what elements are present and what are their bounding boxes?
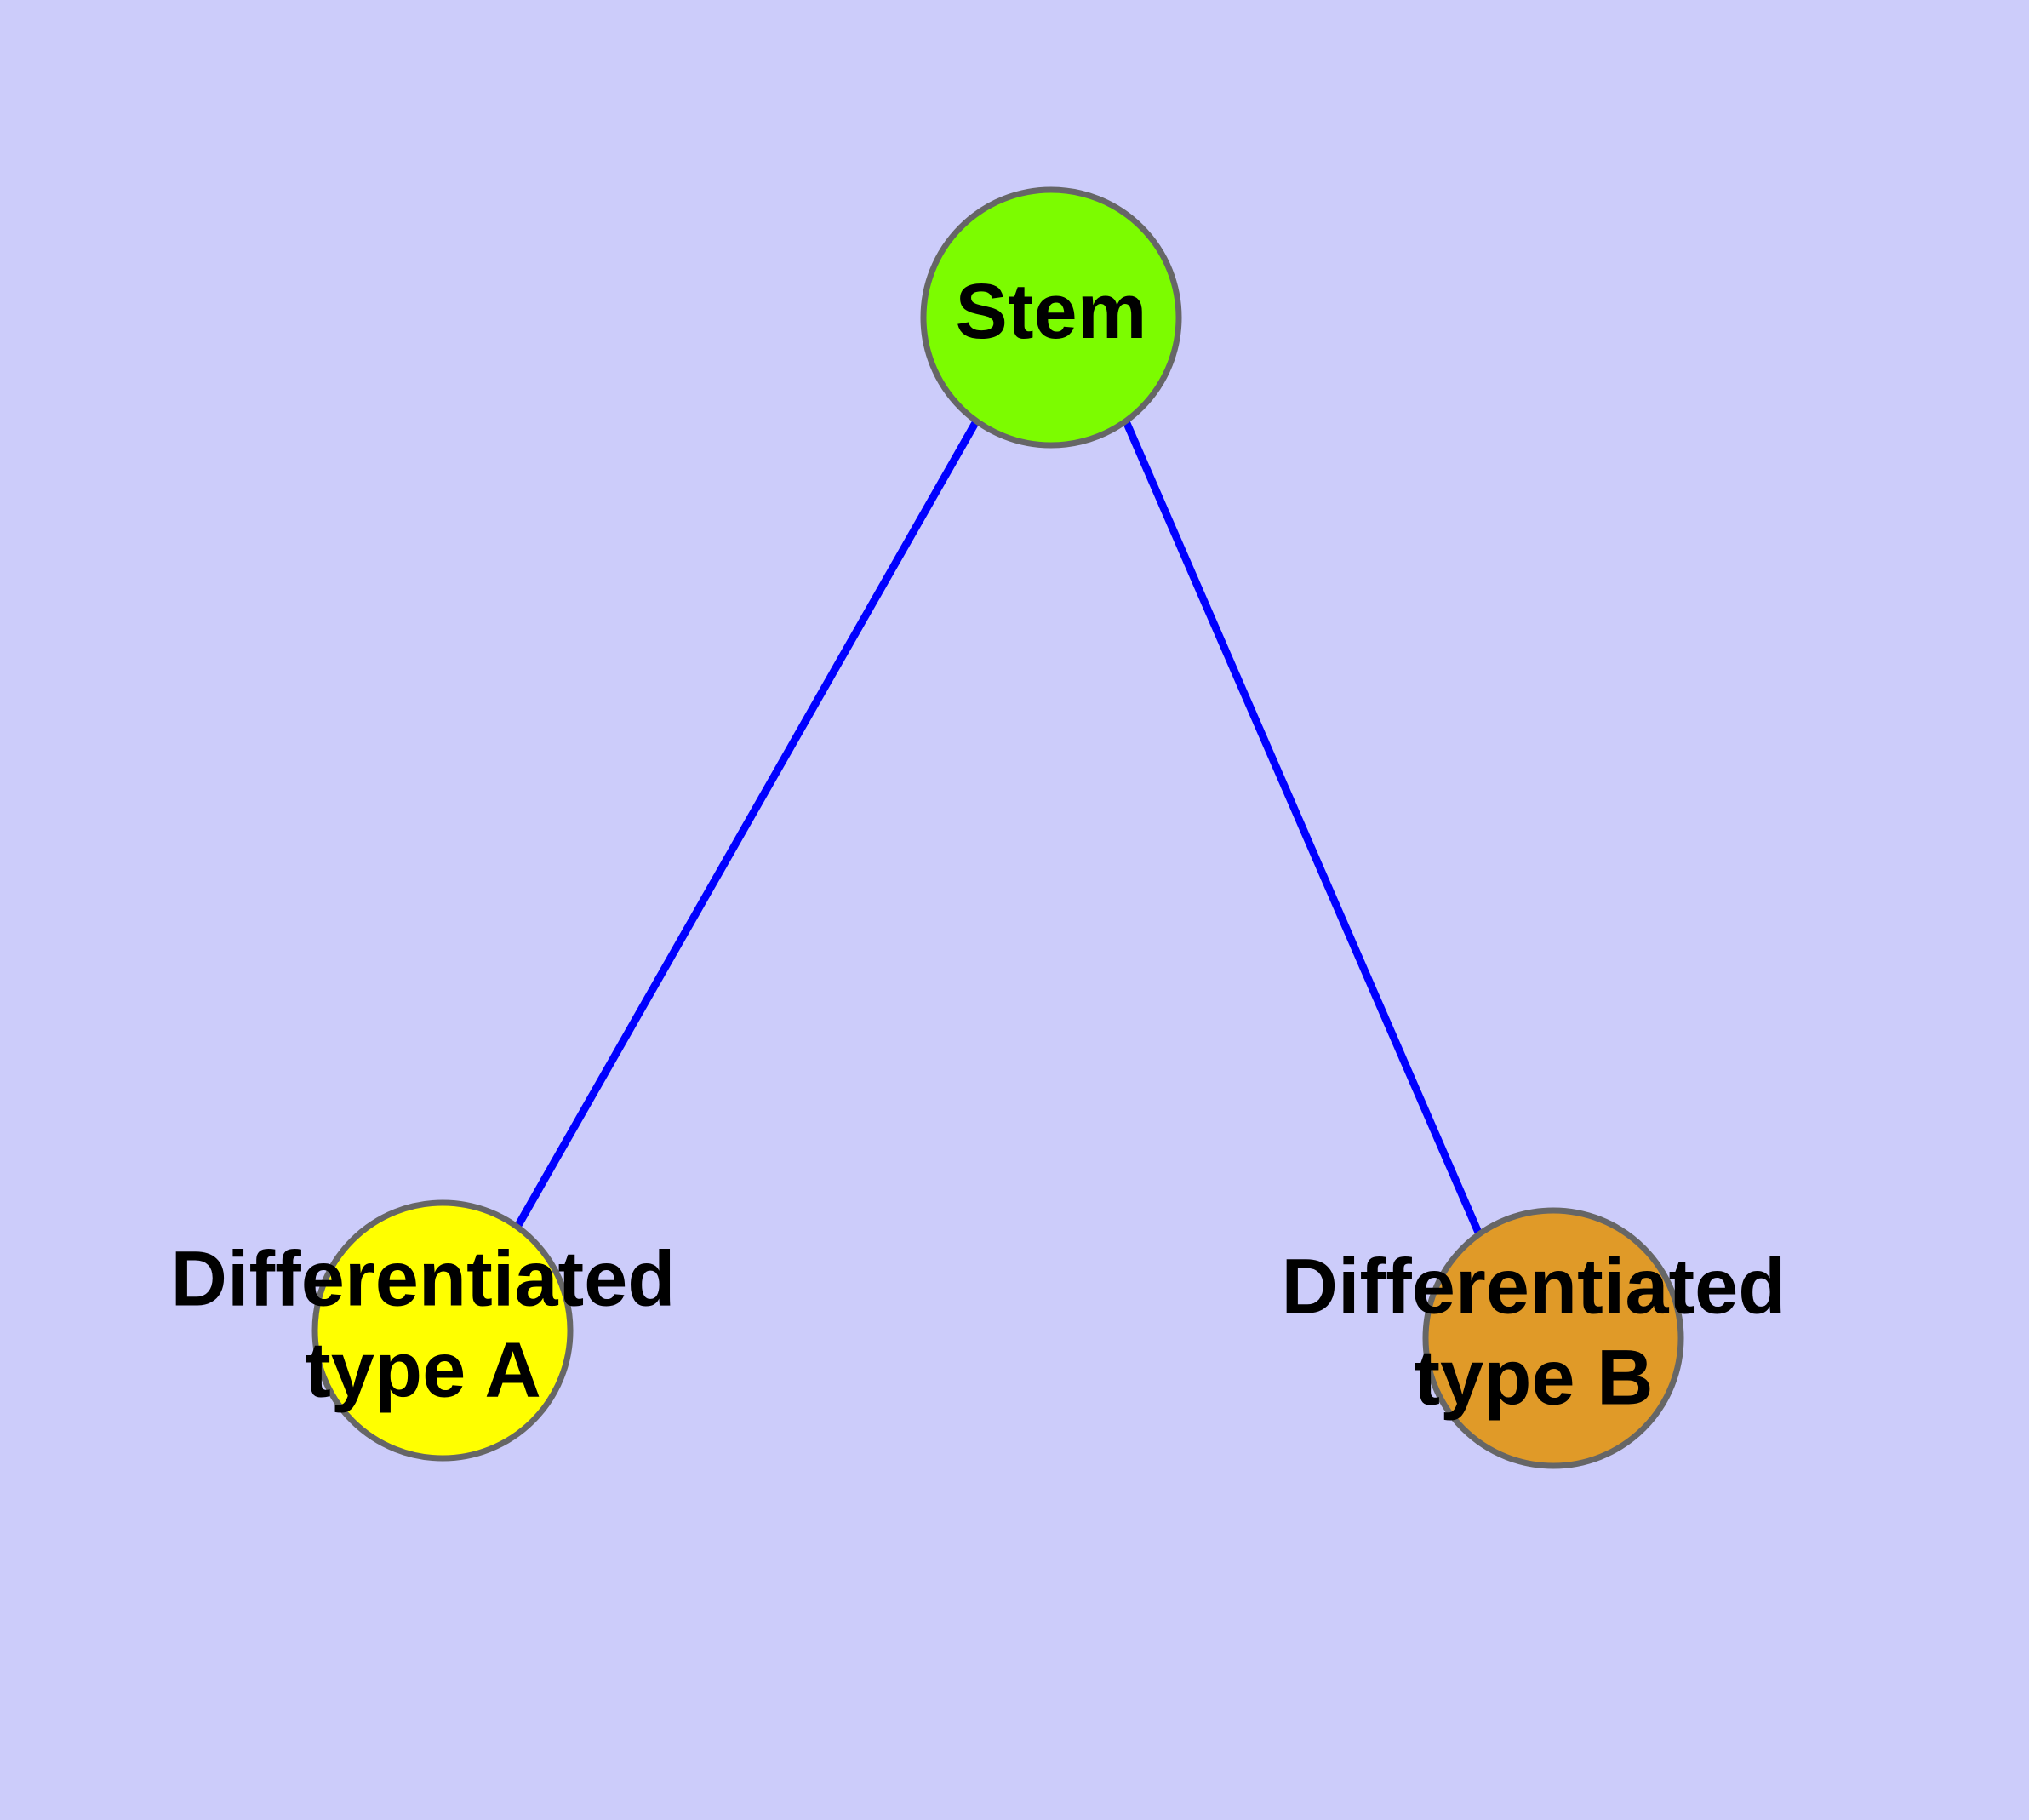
label-line: Differentiated (171, 1236, 676, 1323)
label-line: Differentiated (1282, 1244, 1786, 1331)
label-line: Stem (956, 268, 1147, 355)
label-line: type A (305, 1327, 541, 1414)
node-stem-circle[interactable] (920, 186, 1182, 449)
node-differentiated-type-b-circle[interactable] (1422, 1207, 1684, 1469)
label-line: type B (1414, 1335, 1653, 1422)
node-stem-label: Stem (956, 268, 1147, 355)
edge-layer (514, 419, 1483, 1236)
edge-stem-to-differentiated-type-b[interactable] (1122, 420, 1483, 1236)
node-differentiated-type-a-circle[interactable] (311, 1199, 574, 1462)
node-layer (311, 186, 1684, 1469)
edge-stem-to-differentiated-type-a[interactable] (514, 419, 980, 1229)
